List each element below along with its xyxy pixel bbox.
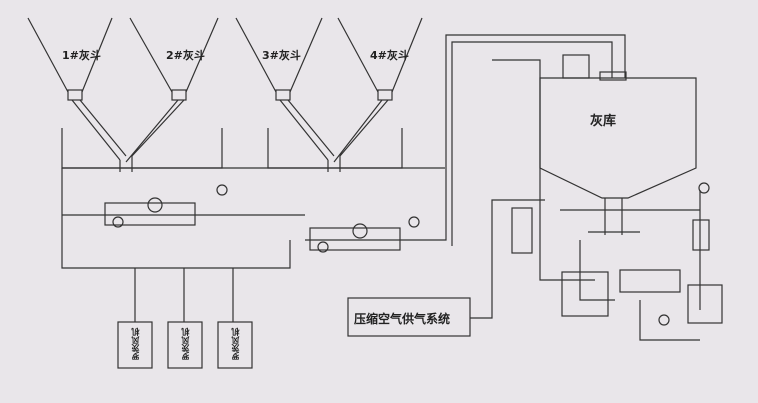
hopper-2 [129, 17, 219, 101]
hopper-label-2: 2#灰斗 [166, 49, 205, 62]
hopper-label-3: 3#灰斗 [262, 49, 301, 62]
air-supply-box [347, 297, 471, 337]
hopper-3 [235, 17, 323, 101]
blower-box-2 [167, 321, 203, 369]
pressure-gauge-icon [216, 184, 228, 196]
chute-pipes-left [71, 99, 185, 172]
air-supply-label: 压缩空气供气系统 [354, 312, 451, 326]
blower-label-3: 罗茨风机 [231, 328, 240, 360]
blower-box-3 [217, 321, 253, 369]
hopper-1 [27, 17, 113, 101]
hopper-label-1: 1#灰斗 [62, 49, 101, 62]
blower-label-1: 罗茨风机 [131, 328, 140, 360]
silo-label: 灰库 [590, 114, 617, 129]
silo-discharge [560, 190, 701, 341]
ash-silo [539, 77, 697, 199]
air-line [470, 59, 595, 319]
pump-feeder-1 [104, 197, 196, 228]
blower-lines [134, 268, 234, 322]
hopper-4 [337, 17, 423, 101]
blower-label-2: 罗茨风机 [181, 328, 190, 360]
pump-feeder-2 [309, 223, 401, 253]
hopper-frames [61, 128, 403, 169]
pressure-gauge-icon [408, 216, 420, 228]
blower-box-1 [117, 321, 153, 369]
chute-pipes-right [279, 99, 389, 172]
hopper-label-4: 4#灰斗 [370, 49, 409, 62]
conveying-lines [61, 34, 626, 269]
